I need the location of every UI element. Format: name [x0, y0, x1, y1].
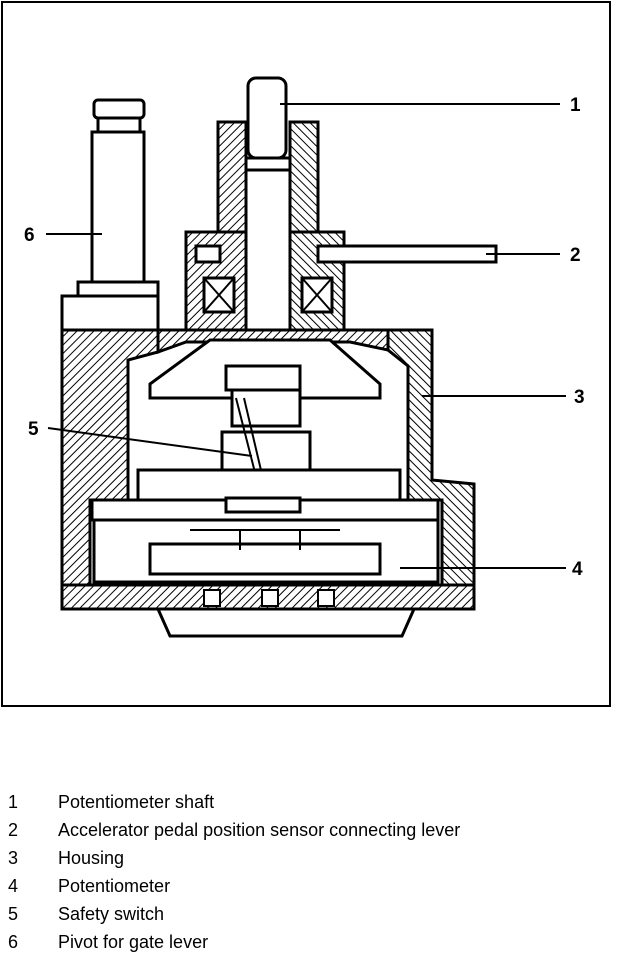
sensor-cross-section-diagram: 1 2 3 4 5 6	[1, 1, 611, 707]
callout-1: 1	[570, 95, 581, 116]
leader-lines	[46, 103, 566, 569]
callout-3: 3	[574, 387, 585, 408]
pivot-pin	[60, 98, 160, 332]
legend-number: 4	[8, 875, 19, 896]
legend-number: 6	[8, 931, 19, 952]
legend-number: 1	[8, 791, 19, 812]
legend-item: 6 Pivot for gate lever	[8, 928, 608, 956]
legend-number: 2	[8, 819, 19, 840]
legend-label: Accelerator pedal position sensor connec…	[58, 819, 461, 840]
callout-4: 4	[572, 559, 583, 580]
legend-item: 3 Housing	[8, 844, 608, 872]
potentiometer	[90, 468, 440, 584]
legend-label: Pivot for gate lever	[58, 931, 209, 952]
legend-item: 4 Potentiometer	[8, 872, 608, 900]
bearing-sleeve	[184, 120, 346, 332]
legend-number: 3	[8, 847, 19, 868]
legend-item: 1 Potentiometer shaft	[8, 788, 608, 816]
legend-label: Housing	[58, 847, 125, 868]
legend-item: 5 Safety switch	[8, 900, 608, 928]
base-cap	[60, 583, 476, 638]
callout-2: 2	[570, 245, 581, 266]
callout-6: 6	[24, 225, 35, 246]
figure-frame	[1, 1, 611, 707]
legend-label: Safety switch	[58, 903, 165, 924]
legend-item: 2 Accelerator pedal position sensor conn…	[8, 816, 608, 844]
legend-label: Potentiometer shaft	[58, 791, 215, 812]
inner-carrier	[148, 338, 382, 428]
potentiometer-shaft	[242, 76, 292, 332]
callout-5: 5	[28, 419, 39, 440]
legend-number: 5	[8, 903, 19, 924]
legend: 1 Potentiometer shaft 2 Accelerator peda…	[8, 788, 608, 956]
legend-label: Potentiometer	[58, 875, 171, 896]
